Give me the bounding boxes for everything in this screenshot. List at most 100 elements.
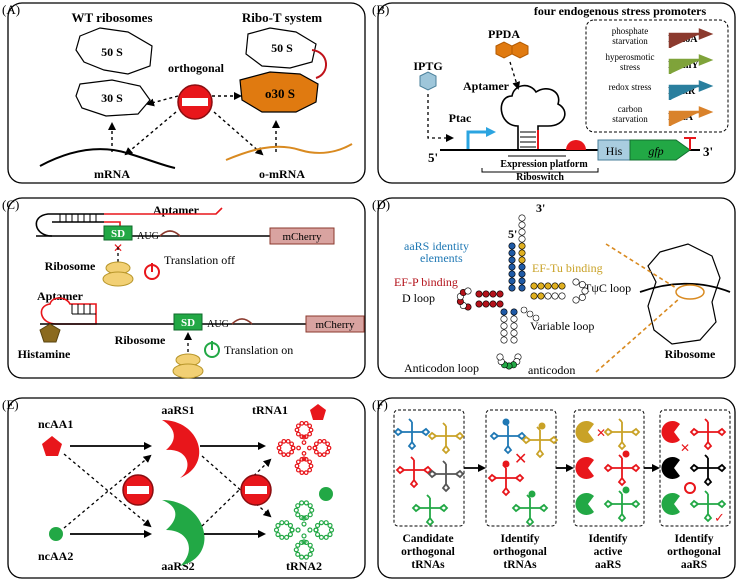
trna-bead	[327, 531, 333, 538]
aptamer-b-structure	[500, 84, 566, 150]
aa-dot-icon	[502, 418, 510, 426]
trna-gold-icon	[603, 418, 641, 451]
trna-bead	[314, 531, 321, 538]
trna-bead	[313, 449, 319, 455]
nucleotide-bead	[558, 282, 566, 290]
trna-bead	[301, 451, 307, 456]
promoter-phoa-arrow	[668, 28, 714, 48]
cross-arrow-3	[146, 95, 179, 107]
mcherry-c2-box	[305, 315, 365, 333]
stress-row-2: hyperosmotic stress PosmY	[606, 52, 714, 74]
ribot-tether	[311, 49, 327, 79]
trna-bead	[318, 534, 325, 540]
panel-b-frame	[377, 2, 736, 184]
nucleotide-bead	[508, 270, 516, 278]
nucleotide-bead	[508, 249, 516, 257]
trna-bead	[303, 456, 309, 462]
trna-bead	[313, 441, 319, 447]
aptamer-c2-structure	[40, 297, 97, 325]
translation-on-label: Translation on	[224, 343, 293, 357]
trna-bead	[323, 534, 329, 540]
his-label: His	[606, 144, 623, 158]
nucleotide-bead	[510, 308, 518, 316]
nucleotide-bead	[537, 292, 545, 300]
ribosome-c2-label: Ribosome	[115, 333, 166, 347]
panel-f-frame	[377, 397, 736, 579]
trna-bead	[283, 534, 290, 540]
trna-bead	[277, 449, 283, 455]
nucleotide-bead	[572, 278, 580, 286]
block-icon-e2	[240, 474, 272, 506]
panel-f-label: (F)	[372, 397, 388, 412]
trna-gold-icon	[427, 422, 465, 455]
panel-b: (B) four endogenous stress promoters pho…	[372, 2, 736, 184]
trna-bead	[328, 527, 335, 533]
trna-bead	[307, 467, 313, 473]
trna-bead	[317, 452, 323, 458]
nucleotide-bead	[482, 290, 490, 298]
nucleotide-bead	[544, 282, 552, 290]
ppda-molecule	[495, 41, 529, 59]
mrna-c2-kink	[231, 318, 253, 325]
trna-gray-icon	[427, 460, 465, 493]
promoter-soxr-arrow	[668, 80, 714, 100]
rbs-cap	[566, 140, 586, 150]
trna-bead	[295, 423, 301, 429]
gfp-label: gfp	[648, 144, 663, 158]
trna-bead	[308, 463, 314, 469]
cross-arrow-2	[213, 111, 264, 156]
wt-50s-subunit	[75, 27, 153, 75]
trna-bead	[299, 500, 305, 506]
trna-blue-icon	[393, 418, 431, 451]
trna-bead	[285, 452, 291, 458]
trna-bead	[295, 503, 301, 509]
trna-red-icon	[689, 418, 727, 451]
terminator-b	[684, 137, 696, 150]
trna-green-icon	[411, 494, 449, 527]
ncaa1-molecule	[42, 436, 62, 456]
trna-bead	[295, 527, 301, 533]
wt-30s-label: 30 S	[101, 91, 123, 105]
panel-b-label: (B)	[372, 2, 389, 17]
nucleotide-bead	[518, 221, 526, 229]
aa-dot-icon	[622, 450, 630, 458]
identity-label-2: elements	[420, 251, 463, 265]
iptg-label: IPTG	[413, 59, 442, 73]
trna-bead	[299, 420, 305, 426]
aars-black-icon	[661, 457, 680, 480]
nucleotide-bead	[489, 290, 497, 298]
trna-gold-icon	[521, 426, 559, 459]
nucleotide-bead	[530, 292, 538, 300]
cross-icon: ✕	[514, 451, 527, 468]
trna-bead	[326, 445, 332, 451]
trna-bead	[279, 534, 285, 540]
trna-bead	[287, 531, 294, 538]
aa-dot-icon	[528, 490, 536, 498]
sd-c1-label: SD	[111, 228, 125, 240]
aars2-enzyme	[162, 500, 205, 566]
stress-1-line2: starvation	[612, 36, 648, 46]
anticodon-loop-label: Anticodon loop	[404, 361, 479, 375]
nucleotide-bead	[530, 282, 538, 290]
aptamer-c1-label: Aptamer	[153, 203, 200, 217]
trna-bead	[295, 542, 301, 548]
step-3-line2: active	[594, 546, 623, 558]
trna-bead	[295, 512, 301, 518]
aptamer-b-label: Aptamer	[463, 79, 510, 93]
ptac-label: Ptac	[449, 111, 472, 125]
stress-1-line1: phosphate	[612, 26, 649, 36]
nucleotide-bead	[496, 353, 504, 361]
trna-red-icon	[487, 464, 525, 497]
trna-bead	[293, 507, 299, 513]
ribo-t-title: Ribo-T system	[242, 10, 322, 25]
trna-red-icon	[395, 456, 433, 489]
identity-label-1: aaRS identity	[404, 239, 469, 253]
check-icon: ✓	[714, 511, 725, 526]
nucleotide-bead	[518, 242, 526, 250]
nucleotide-bead	[518, 235, 526, 243]
trna-bead	[301, 533, 307, 539]
trna1-label: tRNA1	[252, 403, 288, 417]
aars-gold-icon	[575, 421, 594, 444]
trna-bead	[295, 431, 301, 437]
three-prime-b: 3'	[703, 144, 713, 159]
